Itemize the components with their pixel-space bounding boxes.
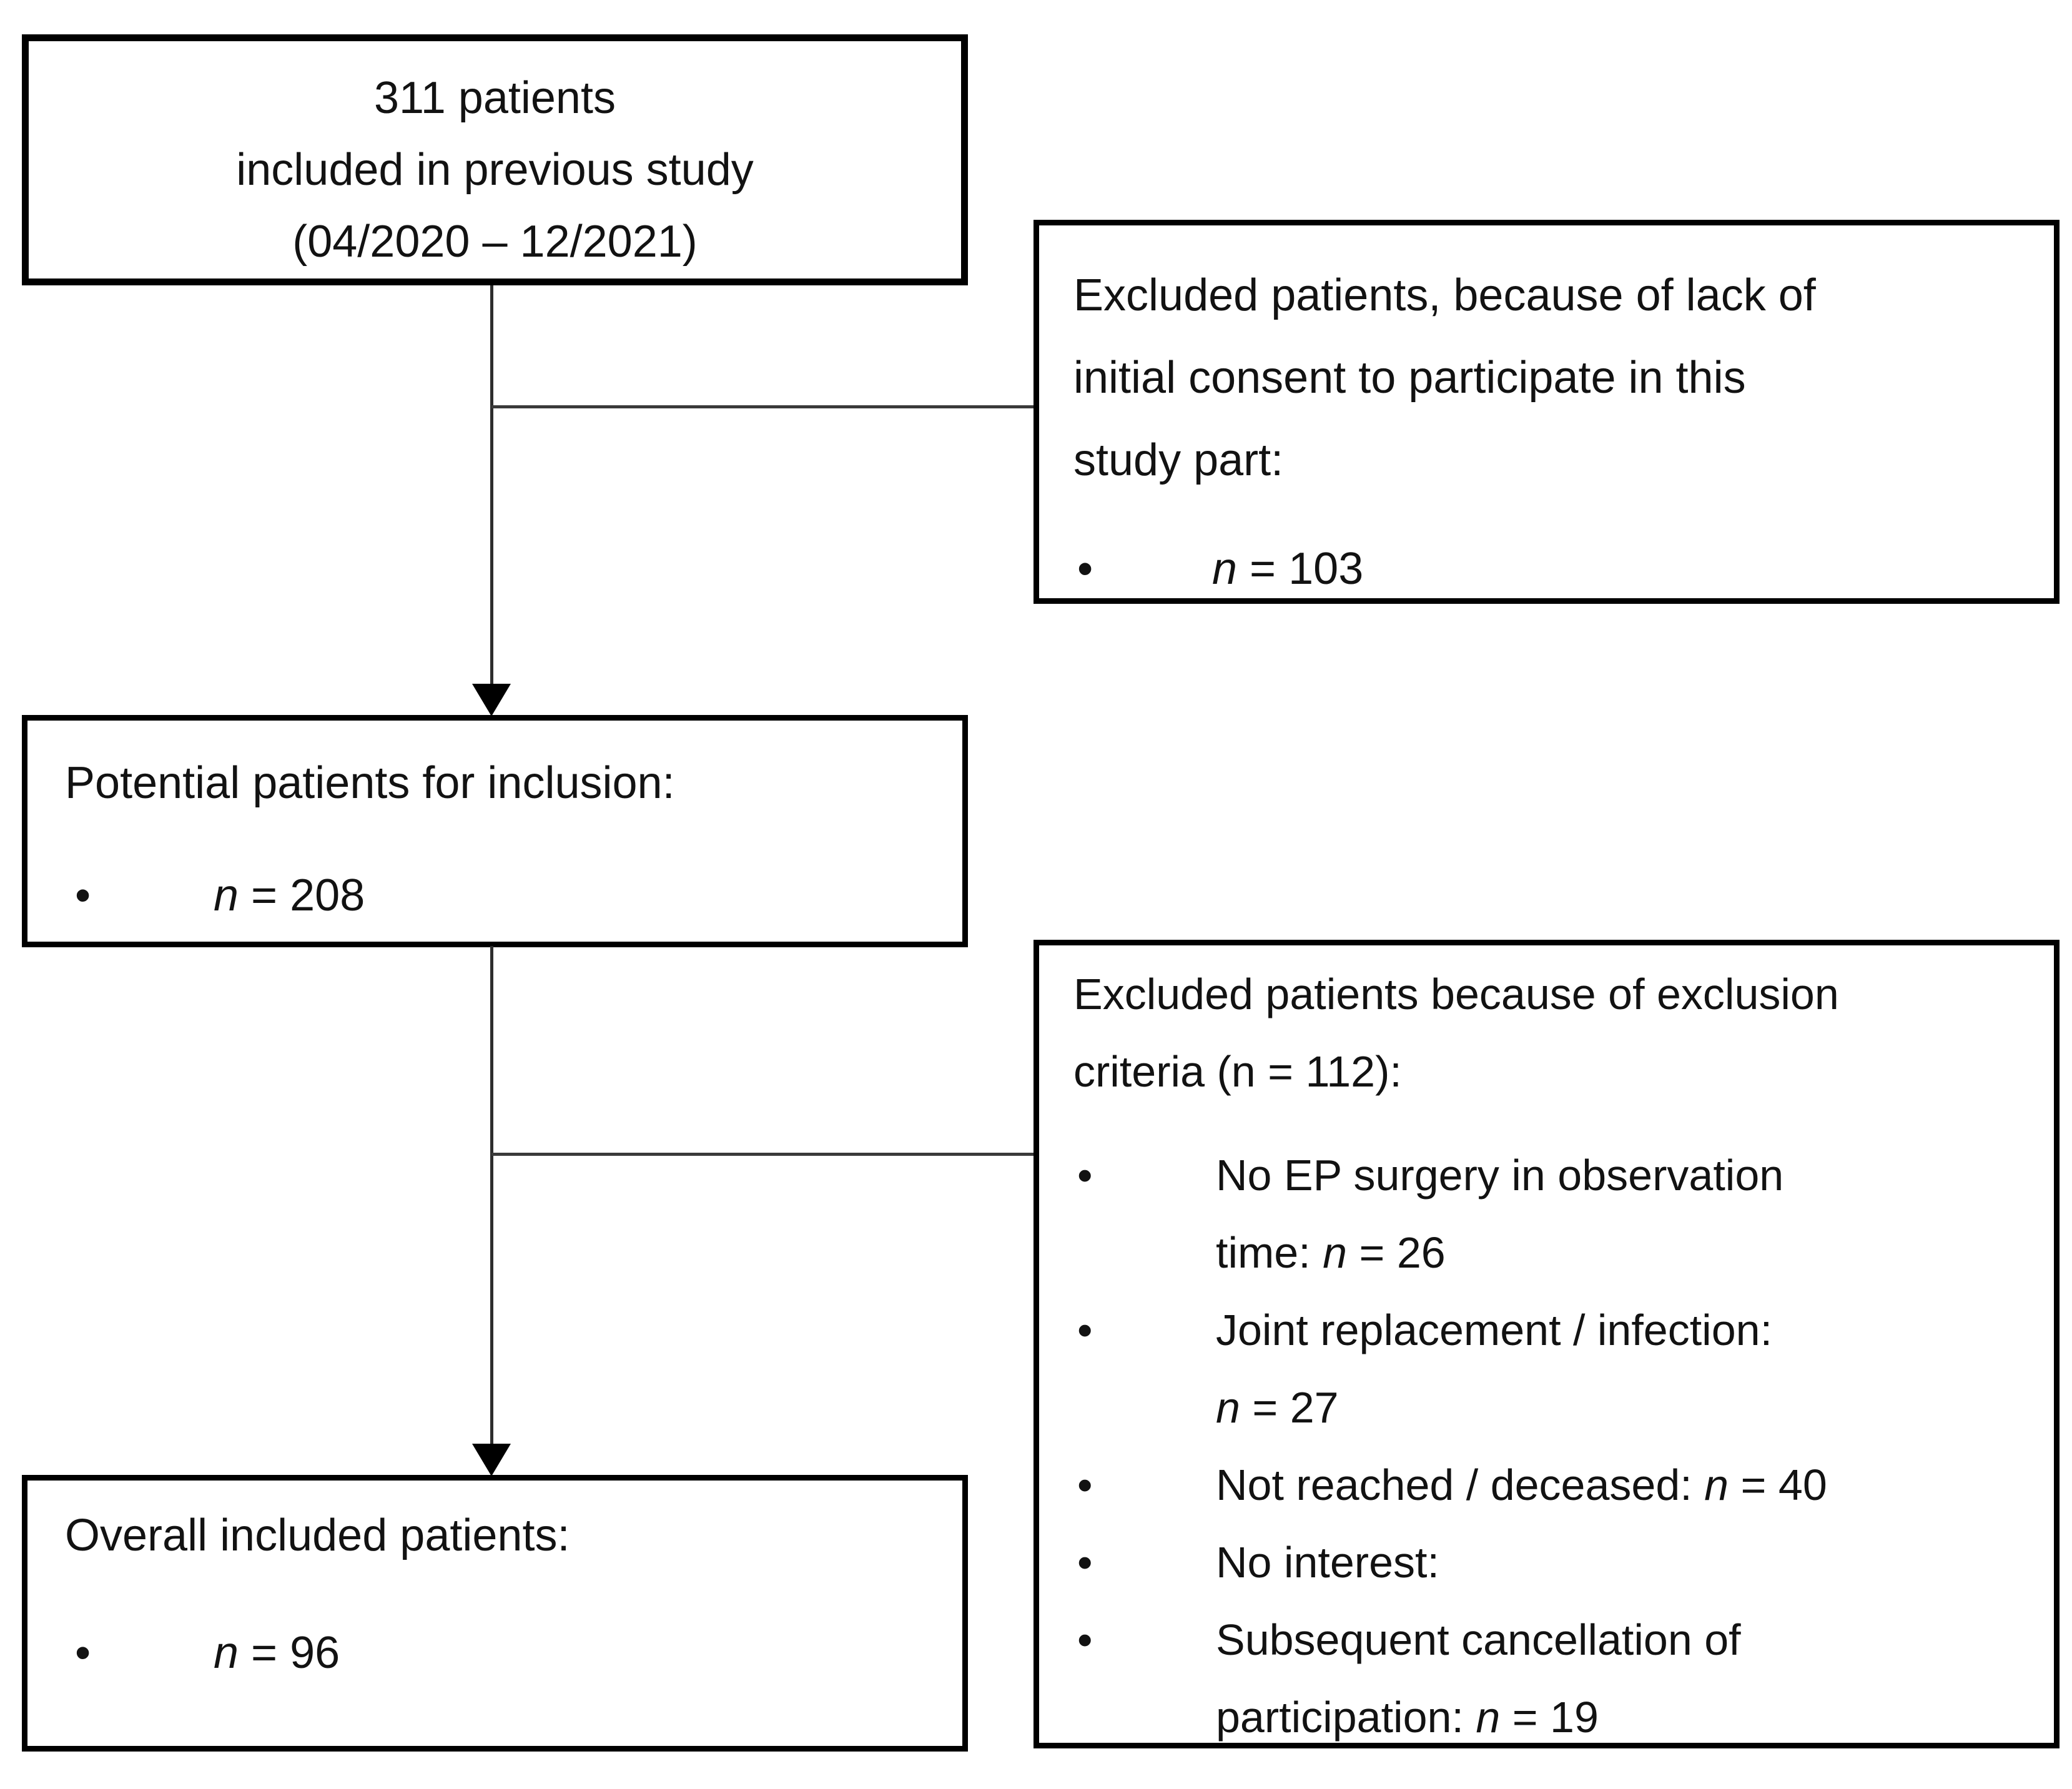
excluded-criteria-line-1: Excluded patients because of exclusion bbox=[1073, 970, 1839, 1018]
exclusion-item-not-reached: • Not reached / deceased: n = 40 bbox=[1073, 1446, 2031, 1524]
exclusion-item-line: Subsequent cancellation of bbox=[1216, 1615, 1741, 1664]
exclusion-item-line: n = 27 bbox=[1216, 1383, 1339, 1432]
arrowhead-down-1 bbox=[472, 684, 511, 716]
bullet-marker: • bbox=[75, 870, 91, 920]
excluded-consent-box: Excluded patients, because of lack of in… bbox=[1034, 220, 2060, 604]
potential-inclusion-count: n = 208 bbox=[214, 870, 365, 920]
exclusion-item-line: No EP surgery in observation bbox=[1216, 1151, 1784, 1200]
excluded-consent-line-2: initial consent to participate in this bbox=[1073, 353, 1746, 403]
excluded-criteria-box: Excluded patients because of exclusion c… bbox=[1034, 940, 2060, 1748]
potential-inclusion-heading: Potential patients for inclusion: bbox=[65, 758, 675, 808]
previous-study-line-1: 311 patients bbox=[374, 73, 616, 123]
bullet-marker: • bbox=[1077, 544, 1093, 594]
previous-study-box: 311 patients included in previous study … bbox=[22, 34, 968, 285]
exclusion-item-joint-replacement: • Joint replacement / infection: n = 27 bbox=[1073, 1291, 2031, 1446]
bullet-marker: • bbox=[1077, 1538, 1093, 1587]
bullet-marker: • bbox=[1077, 1151, 1093, 1200]
overall-included-count: n = 96 bbox=[214, 1628, 340, 1678]
exclusion-item-line: Not reached / deceased: n = 40 bbox=[1216, 1461, 1827, 1509]
bullet-marker: • bbox=[1077, 1461, 1093, 1509]
exclusion-item-line: No interest: bbox=[1216, 1538, 1439, 1587]
exclusion-item-line: time: n = 26 bbox=[1216, 1228, 1446, 1277]
previous-study-line-3: (04/2020 – 12/2021) bbox=[292, 217, 698, 267]
potential-inclusion-box: Potential patients for inclusion: • n = … bbox=[22, 715, 968, 947]
connector-branch-1 bbox=[491, 405, 1034, 408]
exclusion-item-line: Joint replacement / infection: bbox=[1216, 1306, 1773, 1354]
overall-included-count-row: • n = 96 bbox=[65, 1619, 939, 1687]
excluded-consent-count-row: • n = 103 bbox=[1073, 528, 2030, 610]
exclusion-item-no-ep-surgery: • No EP surgery in observation time: n =… bbox=[1073, 1136, 2031, 1291]
exclusion-item-line: participation: n = 19 bbox=[1216, 1693, 1599, 1742]
potential-inclusion-count-row: • n = 208 bbox=[65, 862, 939, 929]
excluded-consent-line-3: study part: bbox=[1073, 435, 1284, 485]
bullet-marker: • bbox=[1077, 1306, 1093, 1354]
connector-vertical-2 bbox=[490, 946, 493, 1446]
previous-study-line-2: included in previous study bbox=[236, 145, 754, 195]
excluded-consent-line-1: Excluded patients, because of lack of bbox=[1073, 270, 1816, 320]
excluded-criteria-list: • No EP surgery in observation time: n =… bbox=[1073, 1136, 2031, 1756]
overall-included-heading: Overall included patients: bbox=[65, 1511, 570, 1560]
bullet-marker: • bbox=[75, 1628, 91, 1678]
excluded-consent-count: n = 103 bbox=[1212, 544, 1364, 594]
connector-vertical-1 bbox=[490, 285, 493, 686]
connector-branch-2 bbox=[491, 1153, 1034, 1156]
arrowhead-down-2 bbox=[472, 1444, 511, 1476]
excluded-criteria-line-2: criteria (n = 112): bbox=[1073, 1047, 1402, 1096]
bullet-marker: • bbox=[1077, 1615, 1093, 1664]
overall-included-box: Overall included patients: • n = 96 bbox=[22, 1475, 968, 1752]
exclusion-item-no-interest: • No interest: bbox=[1073, 1524, 2031, 1601]
exclusion-item-cancellation: • Subsequent cancellation of participati… bbox=[1073, 1601, 2031, 1756]
